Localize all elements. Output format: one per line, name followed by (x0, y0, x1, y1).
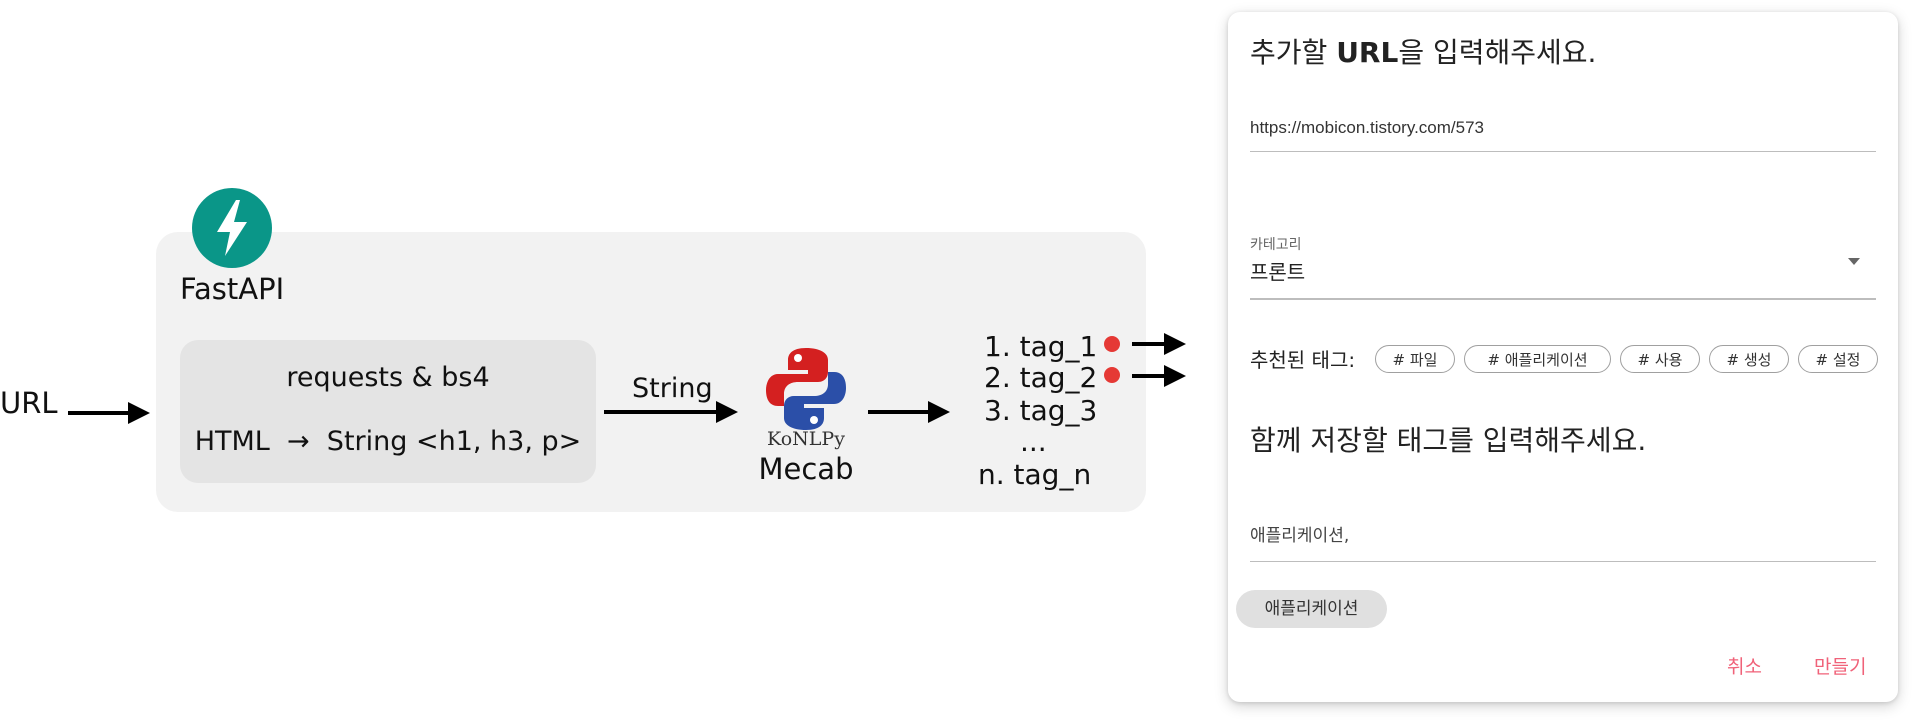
arrow-process-to-nlp (604, 401, 738, 423)
edge-label-string: String (632, 373, 713, 404)
arrow-tag1-to-dialog (1132, 333, 1186, 355)
scraping-process-box (180, 340, 596, 483)
arrow-url-to-fastapi (68, 402, 150, 424)
recommended-tag-chip[interactable]: # 파일 (1375, 345, 1455, 373)
tag-item: 1. tag_1 (984, 330, 1098, 363)
recommended-tag-chip[interactable]: # 생성 (1709, 345, 1789, 373)
recommended-tag-chip[interactable]: # 애플리케이션 (1464, 345, 1611, 373)
arrow-nlp-to-tags (868, 401, 950, 423)
konlpy-logo-text: KoNLPy (767, 428, 845, 450)
dialog-title: 추가할 URL을 입력해주세요. (1250, 36, 1596, 70)
cancel-button[interactable]: 취소 (1727, 656, 1762, 678)
dialog-title-url: URL (1336, 36, 1399, 69)
recommended-tags-label: 추천된 태그: (1250, 348, 1356, 372)
lightning-bolt-icon (217, 200, 247, 256)
arrow-tag2-to-dialog (1132, 365, 1186, 387)
recommended-tag-chip[interactable]: # 사용 (1620, 345, 1700, 373)
tag-section-title: 함께 저장할 태그를 입력해주세요. (1250, 424, 1647, 457)
category-underline (1250, 298, 1876, 300)
python-logo-icon (762, 344, 850, 434)
tag-item: 2. tag_2 (984, 361, 1098, 394)
highlight-dot (1104, 336, 1120, 352)
chevron-down-icon[interactable] (1848, 258, 1860, 265)
dialog-title-suffix: 을 입력해주세요. (1398, 36, 1597, 69)
category-label: 카테고리 (1250, 237, 1302, 253)
create-button[interactable]: 만들기 (1814, 656, 1867, 678)
mecab-label: Mecab (758, 452, 854, 486)
selected-tag-chip[interactable]: 애플리케이션 (1236, 590, 1387, 628)
tag-item: n. tag_n (978, 458, 1092, 491)
url-field[interactable] (1250, 105, 1876, 152)
dialog-title-prefix: 추가할 (1250, 36, 1337, 69)
fastapi-label: FastAPI (180, 272, 285, 306)
process-title: requests & bs4 (286, 362, 490, 393)
fastapi-logo (192, 188, 272, 268)
recommended-tag-chip[interactable]: # 설정 (1798, 345, 1878, 373)
url-input-label: URL (0, 386, 58, 420)
tag-input-field[interactable] (1250, 505, 1876, 562)
process-detail: HTML → String <h1, h3, p> (194, 426, 582, 457)
tag-item: ... (1020, 425, 1047, 458)
category-select[interactable]: 프론트 (1250, 260, 1306, 284)
tag-item: 3. tag_3 (984, 394, 1098, 427)
highlight-dot (1104, 367, 1120, 383)
